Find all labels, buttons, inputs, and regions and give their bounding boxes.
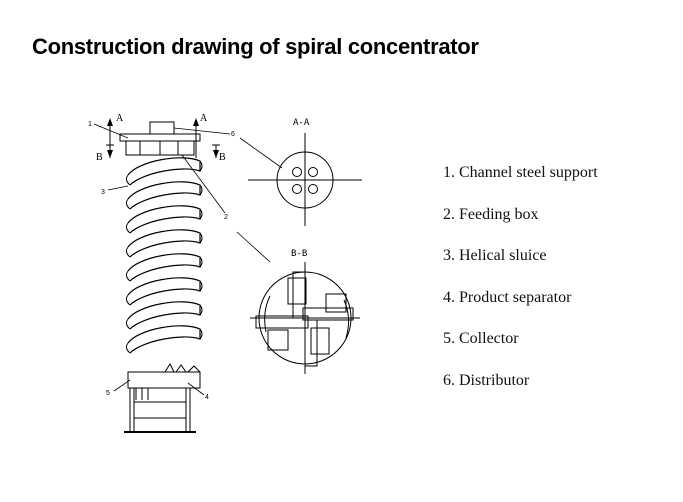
spiral-edge — [125, 246, 131, 258]
callout-6: 6 — [231, 131, 235, 138]
section-bb-label: B-B — [291, 249, 307, 259]
parts-legend: 1. Channel steel support 2. Feeding box … — [443, 164, 598, 414]
spiral-edge — [125, 174, 131, 186]
spiral-turn — [127, 157, 201, 186]
collector — [127, 362, 201, 400]
spiral-edge — [199, 328, 203, 340]
arrow-label-b-right: B — [219, 152, 226, 163]
section-aa-label: A-A — [293, 118, 310, 128]
spiral-turn — [127, 301, 201, 330]
spiral-edge — [199, 280, 203, 292]
callout-4: 4 — [205, 394, 209, 401]
spiral-edge — [199, 304, 203, 316]
callout-5: 5 — [106, 390, 110, 397]
spiral-edge — [199, 256, 203, 268]
spiral-edge — [125, 294, 131, 306]
spiral-edge — [125, 270, 131, 282]
legend-item-channel-steel-support: 1. Channel steel support — [443, 164, 598, 181]
spiral-turn — [127, 181, 201, 210]
arrow-label-b-left: B — [96, 152, 103, 163]
callout-3: 3 — [101, 189, 105, 196]
spiral-edge — [125, 318, 131, 330]
spiral-turn — [127, 205, 201, 234]
spiral-edge — [199, 232, 203, 244]
section-aa-view — [248, 133, 362, 226]
legend-item-distributor: 6. Distributor — [443, 371, 530, 389]
callout-2: 2 — [224, 214, 228, 221]
spiral-edge — [125, 222, 131, 234]
legend-item-feeding-box: 2. Feeding box — [443, 205, 539, 223]
spiral-turn — [127, 325, 201, 354]
legend-item-product-separator: 4. Product separator — [443, 288, 572, 306]
support-legs — [124, 388, 196, 433]
section-bb-view — [250, 262, 360, 374]
spiral-turn — [127, 253, 201, 282]
helical-sluice-spiral — [125, 157, 203, 354]
callout-leaders — [93, 123, 283, 396]
spiral-edge — [125, 342, 131, 354]
callout-1: 1 — [88, 121, 92, 128]
spiral-turn — [127, 229, 201, 258]
legend-item-helical-sluice: 3. Helical sluice — [443, 247, 547, 265]
spiral-edge — [125, 198, 131, 210]
spiral-edge — [199, 184, 203, 196]
slide-title: Construction drawing of spiral concentra… — [32, 34, 479, 59]
spiral-edge — [199, 160, 203, 172]
arrow-label-a-left: A — [116, 113, 124, 124]
legend-item-collector: 5. Collector — [443, 330, 519, 348]
arrow-label-a-right: A — [200, 113, 208, 124]
spiral-edge — [199, 208, 203, 220]
spiral-turn — [127, 277, 201, 306]
distributor-head — [119, 121, 201, 156]
